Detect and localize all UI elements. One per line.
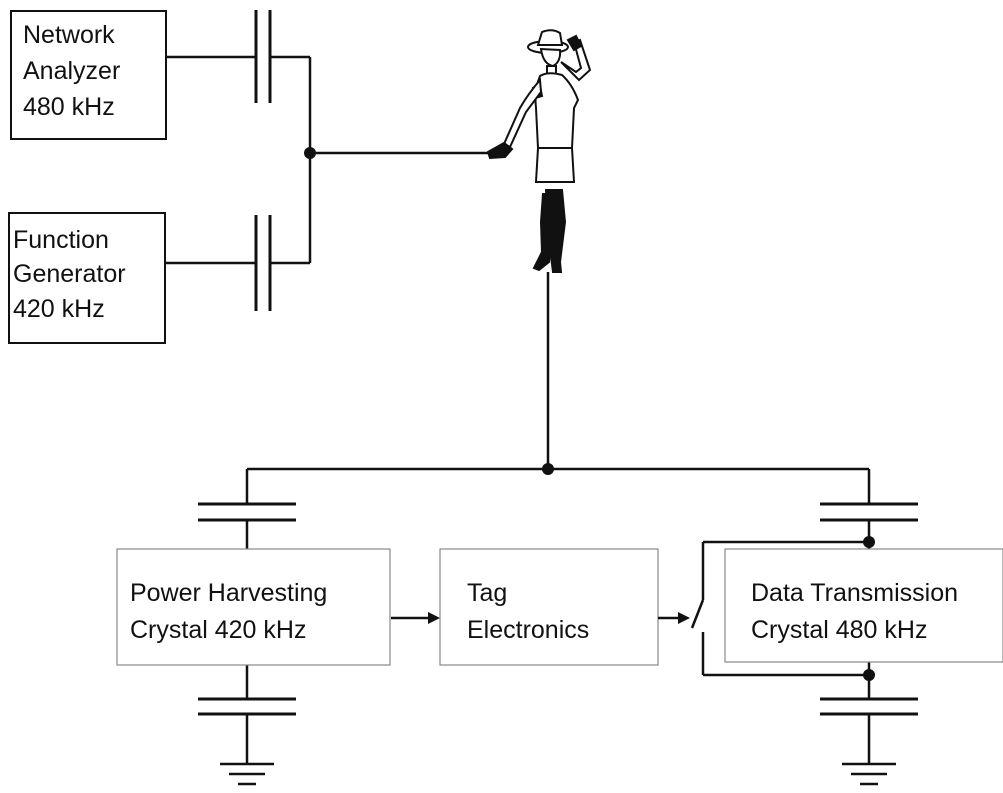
- skirt: [534, 147, 576, 183]
- tag-electronics-block: Tag Electronics: [439, 548, 659, 666]
- function-generator-box: Function Generator 420 kHz: [8, 212, 166, 344]
- power-harvesting-label-line2: Crystal 420 kHz: [130, 616, 306, 644]
- data-transmission-label-line2: Crystal 480 kHz: [751, 616, 927, 644]
- tag-electronics-label-line1: Tag: [467, 579, 507, 607]
- phone-icon: [566, 34, 583, 52]
- arrow-power-to-tag: [391, 612, 440, 624]
- top-wiring: [165, 10, 488, 311]
- jacket: [534, 72, 580, 149]
- data-transmission-block: Data Transmission Crystal 480 kHz: [724, 548, 1003, 663]
- glove: [486, 141, 514, 160]
- hat-crown: [536, 29, 564, 46]
- switch-icon: [690, 599, 705, 629]
- person-figure: [486, 29, 592, 273]
- lower-bus: [245, 463, 871, 503]
- tag-electronics-label-line2: Electronics: [467, 616, 589, 644]
- function-generator-label-line1: Function: [13, 226, 109, 254]
- junction-dot-top: [304, 147, 316, 159]
- network-analyzer-label-line2: Analyzer: [23, 57, 120, 85]
- network-analyzer-label-line1: Network: [23, 21, 115, 49]
- arrow-tag-to-switch: [658, 612, 690, 624]
- function-generator-label-line3: 420 kHz: [13, 295, 105, 323]
- power-harvesting-branch: [198, 502, 296, 786]
- junction-dot-bus: [542, 463, 554, 475]
- network-analyzer-label-line3: 480 kHz: [23, 93, 115, 121]
- power-harvesting-label-line1: Power Harvesting: [130, 579, 327, 607]
- network-analyzer-box: Network Analyzer 480 kHz: [10, 10, 167, 140]
- extended-arm: [502, 77, 543, 149]
- function-generator-label-line2: Generator: [13, 260, 126, 288]
- boot-back: [532, 193, 554, 272]
- data-transmission-label-line1: Data Transmission: [751, 579, 958, 607]
- power-harvesting-block: Power Harvesting Crystal 420 kHz: [116, 548, 391, 666]
